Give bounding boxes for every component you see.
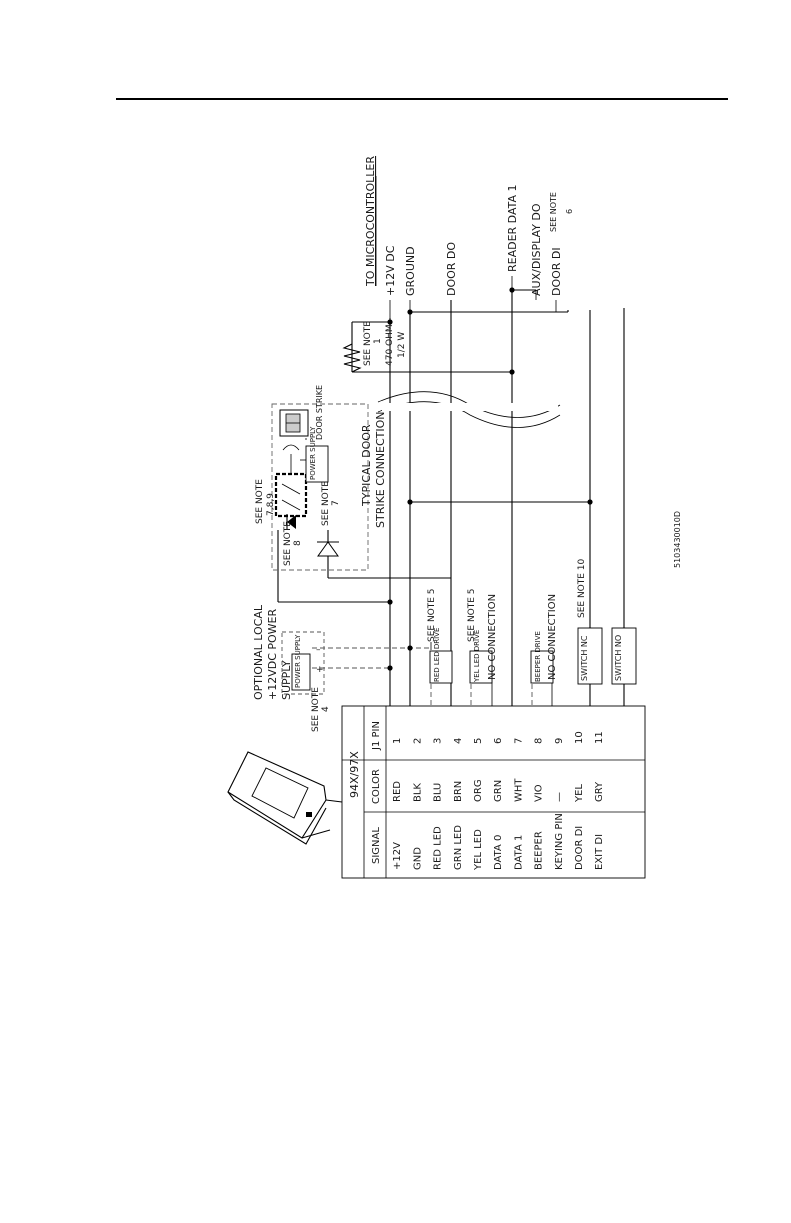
controller-heading: TO MICROCONTROLLER <box>364 156 377 287</box>
pin-signal: DATA 0 <box>493 835 504 870</box>
pin-signal: DOOR DI <box>574 826 585 870</box>
door-strike-circuit: SEE NOTE 7,8,9 SEE NOTE 8 SEE NOTE 7 POW… <box>255 385 387 571</box>
pin-color: GRN <box>493 780 504 802</box>
strike-note-b-num: 7 <box>331 500 341 506</box>
pin-number: 1 <box>392 738 403 744</box>
door-di-note: SEE NOTE <box>549 192 558 232</box>
col-pin: J1 PIN <box>371 721 382 751</box>
red-led-note: SEE NOTE 5 <box>427 588 437 642</box>
pin-color: BRN <box>453 781 464 802</box>
pin-signal: BEEPER <box>534 831 545 870</box>
pin-number: 5 <box>473 738 484 744</box>
door-strike-label: DOOR STRIKE <box>315 385 324 440</box>
local-supply-note: SEE NOTE <box>311 687 321 732</box>
header-rule <box>116 98 728 100</box>
switch-nc-label: SWITCH NC <box>580 635 589 681</box>
junction-dots <box>387 287 627 683</box>
pin-signal: EXIT DI <box>594 834 605 870</box>
pin-number: 3 <box>433 738 444 744</box>
terminal-door-do: DOOR DO <box>445 242 458 296</box>
local-supply-title-3: SUPPLY <box>280 660 293 700</box>
local-supply-title-1: OPTIONAL LOCAL <box>252 604 265 700</box>
card-reader-illustration <box>227 751 343 845</box>
no-connection-9: NO CONNECTION <box>547 594 558 680</box>
pin-color: RED <box>392 781 403 802</box>
terminal-door-di: DOOR DI <box>550 247 563 296</box>
drawing-number: 5103430010D <box>673 511 682 568</box>
terminal-ground: GROUND <box>404 246 417 296</box>
strike-note-b: SEE NOTE <box>321 481 331 526</box>
strike-power-supply-label: POWER SUPPLY <box>309 426 317 480</box>
pin-signal: RED LED <box>433 826 444 870</box>
resistor-value-2: 1/2 W <box>397 332 407 358</box>
pin-signal: KEYING PIN <box>554 813 565 870</box>
microcontroller-terminals: TO MICROCONTROLLER +12V DC GROUND DOOR D… <box>364 156 574 318</box>
strike-note-top: SEE NOTE <box>255 479 265 524</box>
local-supply-box-label: POWER SUPPLY <box>294 634 302 688</box>
resistor-note-text: SEE NOTE <box>363 321 373 366</box>
no-connection-6: NO CONNECTION <box>487 594 498 680</box>
col-signal: SIGNAL <box>371 827 382 864</box>
yel-led-note: SEE NOTE 5 <box>467 588 477 642</box>
terminal-aux-display: AUX/DISPLAY DO <box>530 203 543 296</box>
strike-caption-1: TYPICAL DOOR <box>360 424 373 507</box>
strike-note-a-num: 8 <box>293 540 303 546</box>
pin-number: 2 <box>412 738 423 744</box>
pin-number: 4 <box>453 738 464 744</box>
resistor-note: SEE NOTE 1 470 OHM 1/2 W <box>363 321 407 366</box>
strike-note-top-num: 7,8,9 <box>266 493 276 516</box>
pin-signal: GND <box>412 847 423 870</box>
pin-color: YEL <box>574 784 585 803</box>
local-supply-minus: – <box>316 645 321 655</box>
pin-number: 9 <box>554 738 565 744</box>
switch-nc-note: SEE NOTE 10 <box>577 558 587 618</box>
local-supply-title-2: +12VDC POWER <box>266 608 279 700</box>
pin-number: 8 <box>534 738 545 744</box>
pin-color: BLU <box>433 783 444 802</box>
strike-note-a: SEE NOTE <box>283 521 293 566</box>
pin-color: WHT <box>513 778 524 802</box>
beeper-drive-label: BEEPER DRIVE <box>534 631 542 682</box>
reader-model: 94X/97X <box>348 751 361 798</box>
terminal-12v: +12V DC <box>384 245 397 296</box>
local-power-supply: OPTIONAL LOCAL +12VDC POWER SUPPLY POWER… <box>252 604 331 732</box>
pin-color: BLK <box>412 783 423 802</box>
terminal-reader-data1: READER DATA 1 <box>506 184 519 272</box>
pin-number: 7 <box>513 738 524 744</box>
pin-number: 10 <box>574 731 585 744</box>
pin-color: — <box>554 792 565 802</box>
local-supply-note-num: 4 <box>321 706 331 712</box>
strike-caption-2: STRIKE CONNECTION <box>374 411 387 528</box>
red-led-drive-label: RED LED DRIVE <box>433 628 441 682</box>
switch-no-label: SWITCH NO <box>614 635 623 681</box>
pin-label-group: RED LED DRIVE SEE NOTE 5 YEL LED DRIVE S… <box>427 558 637 685</box>
pin-number: 6 <box>493 738 504 744</box>
resistor-value-1: 470 OHM <box>385 324 395 366</box>
yel-led-drive-label: YEL LED DRIVE <box>473 630 481 683</box>
pin-signal: YEL LED <box>473 829 484 871</box>
pin-number: 11 <box>594 731 605 744</box>
pin-color: GRY <box>594 781 605 802</box>
door-strike-device <box>279 409 309 437</box>
col-color: COLOR <box>371 769 382 804</box>
pin-color: ORG <box>473 779 484 802</box>
door-di-note-num: 6 <box>565 209 574 214</box>
pin-signal: DATA 1 <box>513 835 524 870</box>
resistor-note-num: 1 <box>373 338 383 344</box>
local-supply-plus: + <box>316 665 324 675</box>
pin-color: VIO <box>534 784 545 802</box>
pin-signal: +12V <box>392 842 403 870</box>
pin-signal: GRN LED <box>453 825 464 870</box>
